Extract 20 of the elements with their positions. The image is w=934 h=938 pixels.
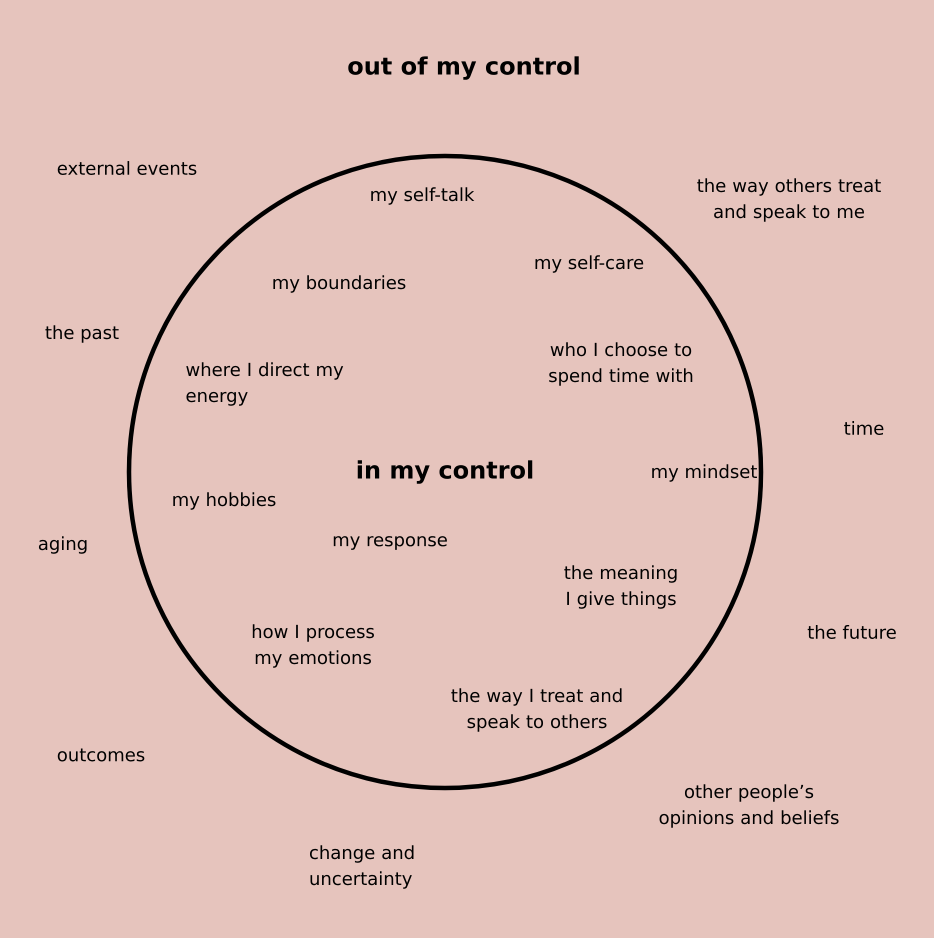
label: how I process my emotions bbox=[252, 624, 374, 668]
label: my self-talk bbox=[371, 187, 474, 205]
label: change and uncertainty bbox=[310, 845, 414, 889]
label: other people’s opinions and beliefs bbox=[660, 784, 839, 828]
label: my response bbox=[334, 536, 447, 550]
label: my boundaries bbox=[273, 275, 406, 293]
label: my mindset bbox=[652, 464, 757, 482]
label: the meaning I give things bbox=[564, 565, 677, 609]
title: out of my control bbox=[348, 56, 579, 80]
label: my hobbies bbox=[173, 492, 276, 510]
label: the way others treat and speak to me bbox=[697, 178, 881, 222]
label: time bbox=[844, 421, 884, 435]
label: the future bbox=[808, 625, 896, 639]
label: aging bbox=[38, 536, 87, 554]
label: who I choose to spend time with bbox=[549, 342, 692, 386]
label: my self-care bbox=[536, 255, 644, 273]
label: where I direct my energy bbox=[186, 362, 344, 406]
label: the way I treat and speak to others bbox=[451, 688, 622, 732]
label: outcomes bbox=[58, 748, 144, 762]
label: external events bbox=[58, 161, 196, 175]
